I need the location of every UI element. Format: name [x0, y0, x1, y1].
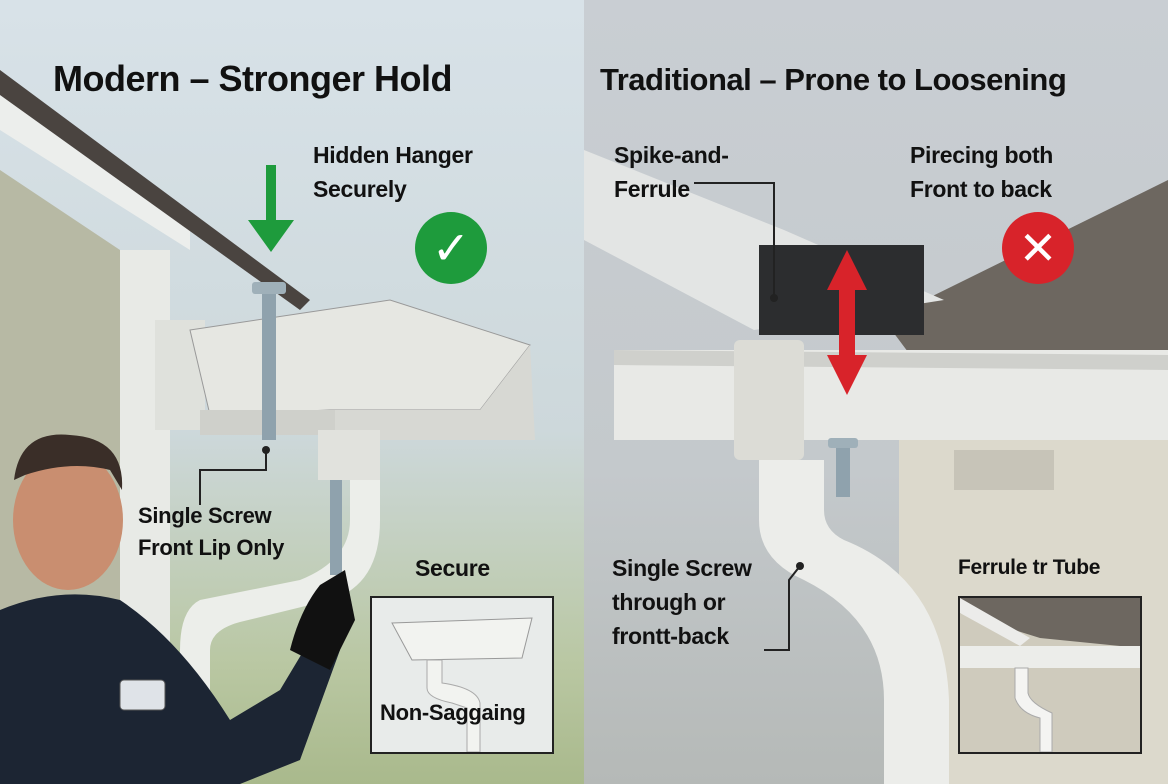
- traditional-panel: Traditional – Prone to Loosening Spike-a…: [584, 0, 1168, 784]
- traditional-title: Traditional – Prone to Loosening: [600, 62, 1067, 97]
- callout-line: Single Screw: [138, 503, 272, 528]
- callout-line: through or: [612, 589, 726, 615]
- traditional-gutter-illustration: [584, 150, 1168, 784]
- callout-line: Pirecing both: [910, 142, 1054, 168]
- callout-line: Front Lip Only: [138, 535, 285, 560]
- callout-line: Single Screw: [612, 555, 752, 581]
- piercing-callout: Pirecing both Front to back: [910, 138, 1053, 206]
- check-icon: ✓: [415, 212, 487, 284]
- callout-line: Front to back: [910, 176, 1052, 202]
- hidden-hanger-callout: Hidden Hanger Securely: [313, 138, 473, 206]
- callout-line: Spike-and-: [614, 142, 729, 168]
- spike-ferrule-callout: Spike-and- Ferrule: [614, 138, 729, 206]
- x-icon: ✕: [1002, 212, 1074, 284]
- single-screw-through-callout: Single Screw through or frontt-back: [612, 551, 752, 653]
- modern-title: Modern – Stronger Hold: [53, 58, 453, 99]
- callout-line: frontt-back: [612, 623, 729, 649]
- inset-caption: Non-Saggaing: [380, 700, 526, 725]
- secure-inset: Non-Saggaing: [370, 596, 554, 754]
- callout-line: Hidden Hanger: [313, 142, 473, 168]
- ferrule-tube-inset: [958, 596, 1142, 754]
- modern-gutter-illustration: [0, 70, 535, 784]
- inset-heading: Ferrule tr Tube: [958, 556, 1101, 579]
- single-screw-callout: Single Screw Front Lip Only: [138, 500, 284, 564]
- callout-line: Securely: [313, 176, 407, 202]
- modern-panel: Modern – Stronger Hold Hidden Hanger Sec…: [0, 0, 584, 784]
- inset-heading: Secure: [415, 555, 490, 581]
- callout-line: Ferrule: [614, 176, 690, 202]
